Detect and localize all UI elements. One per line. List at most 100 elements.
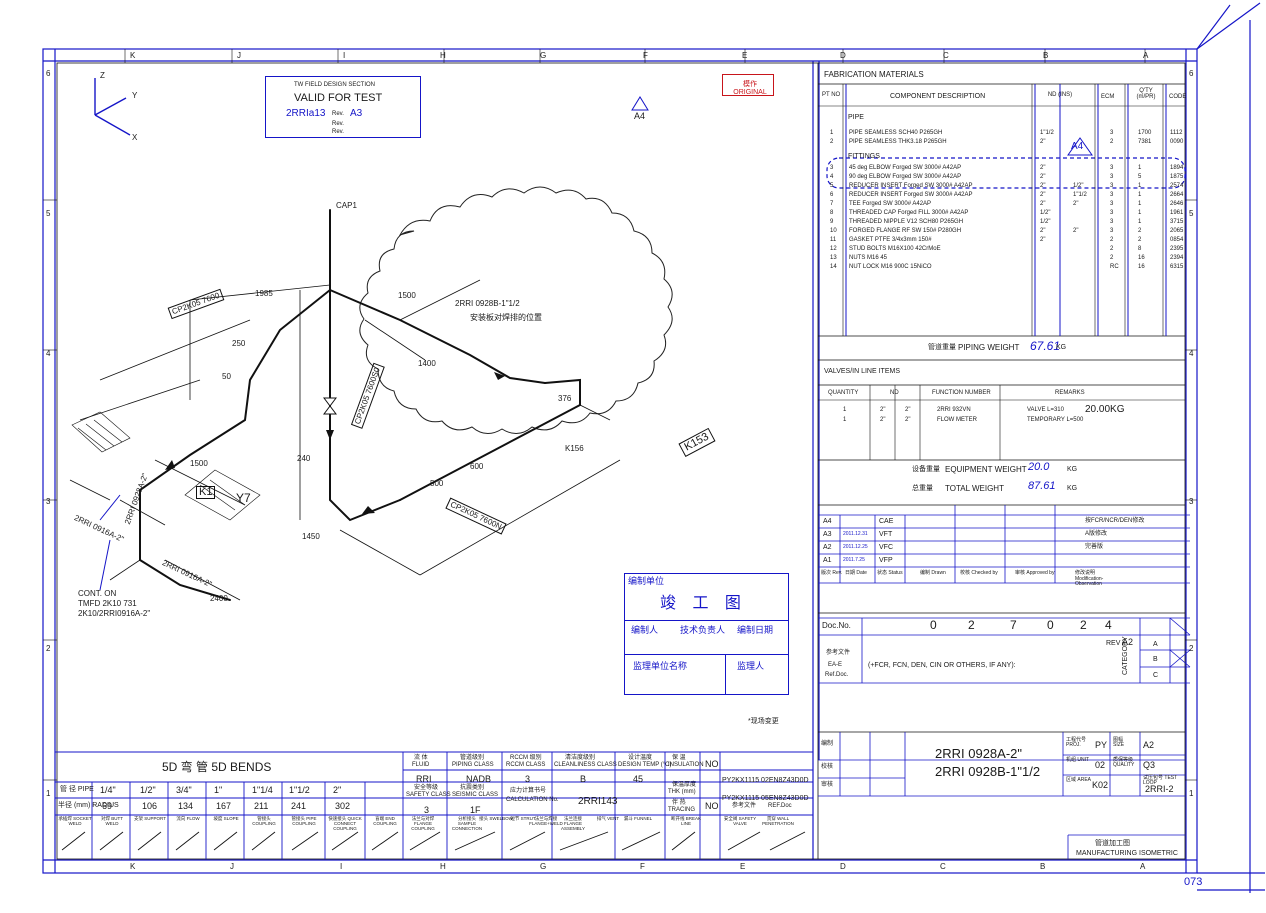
edge-letter-e-bottom: E [740, 862, 746, 871]
equipment-weight-label: EQUIPMENT WEIGHT [945, 465, 1027, 474]
edge-number-6-right: 6 [1189, 69, 1194, 78]
safety-cn: 安全等级 [414, 785, 439, 791]
edge-number-5-right: 5 [1189, 209, 1194, 218]
rev-row-rev: A2 [823, 544, 832, 551]
fluid-cn: 流 体 [414, 755, 428, 761]
fab-row-ecm: 3 [1110, 165, 1114, 171]
tb-quality-value: Q3 [1143, 760, 1156, 770]
bend-radius: 69 [102, 801, 113, 811]
fab-row-no: 13 [830, 255, 837, 261]
bends-title: 5D 弯 管 5D BENDS [162, 760, 272, 774]
fab-row-code: 3715 [1170, 219, 1184, 225]
tb-footer: MANUFACTURING ISOMETRIC [1076, 850, 1178, 857]
tb-size-value: A2 [1143, 740, 1155, 750]
edge-letter-g: G [540, 51, 547, 60]
tb-area-label: 区域 AREA [1066, 777, 1092, 783]
fab-row-nd: 2" [1040, 201, 1046, 207]
bend-size: 1/4" [100, 785, 116, 795]
validation-stamp: TW FIELD DESIGN SECTION VALID FOR TEST 2… [265, 76, 421, 138]
edge-letter-d: D [840, 51, 846, 60]
fab-row-desc: PIPE SEAMLESS THK3.18 P265GH [849, 139, 947, 145]
ref-doc-label-2: Ref.Doc. [825, 672, 849, 678]
fab-row-ecm: 3 [1110, 183, 1114, 189]
bends-pipe-label: 管 径 PIPE [60, 786, 94, 793]
fab-row-code: 2646 [1170, 201, 1184, 207]
fab-row-code: 0090 [1170, 139, 1184, 145]
category-c: C [1153, 672, 1159, 679]
as-built-compiler: 编制人 [631, 625, 659, 635]
edge-letter-b: B [1043, 51, 1049, 60]
calc-value: 2RRI143 [578, 796, 618, 807]
ref-doc-text: (+FCR, FCN, DEN, CIN OR OTHERS, IF ANY): [868, 662, 1016, 669]
original-stamp-text: 模作 ORIGINAL [733, 81, 767, 96]
fab-row-ecm: 3 [1110, 210, 1114, 216]
edge-letter-g-bottom: G [540, 862, 547, 871]
rccm-value: 3 [525, 774, 531, 784]
fab-row-no: 1 [830, 130, 834, 136]
edge-letter-h: H [440, 51, 446, 60]
bend-size: 1"1/4 [252, 785, 273, 795]
fab-row-ecm: 3 [1110, 228, 1114, 234]
fab-row-qty: 2 [1138, 228, 1142, 234]
fab-row-qty: 1 [1138, 183, 1142, 189]
rev-header: 审核 Approved by [1015, 570, 1055, 576]
stamp-header: TW FIELD DESIGN SECTION [294, 82, 376, 88]
axis-z-label: Z [100, 71, 105, 80]
fab-row-ecm: 2 [1110, 255, 1114, 261]
as-built-tech-lead: 技术负责人 [680, 625, 726, 635]
bend-radius: 167 [216, 801, 232, 811]
edge-number-3: 3 [46, 497, 51, 506]
rev-header: 编制 Drawn [920, 570, 946, 576]
fab-row-code: 1894 [1170, 165, 1184, 171]
tb-title-line1: 2RRI 0928A-2" [935, 746, 1022, 761]
fab-row-no: 2 [830, 139, 834, 145]
edge-number-1-right: 1 [1189, 789, 1194, 798]
fab-row-no: 12 [830, 246, 837, 252]
fab-row-ecm: 2 [1110, 237, 1114, 243]
valves-h-func: FUNCTION NUMBER [932, 390, 991, 396]
edge-letter-j: J [237, 51, 241, 60]
category-b: B [1153, 656, 1158, 663]
valve-row-qty: 1 [843, 407, 847, 413]
edge-number-4: 4 [46, 349, 51, 358]
iso-y7: Y7 [236, 491, 251, 505]
bend-radius: 134 [178, 801, 194, 811]
tb-quality-label: 质保等级 QUALITY [1113, 757, 1135, 768]
valve-weight: 20.00KG [1085, 404, 1125, 415]
bend-radius: 241 [291, 801, 307, 811]
tb-prod-label: 工程代号 PROJ. [1066, 737, 1087, 748]
fluid: FLUID [412, 762, 430, 768]
calc: CALCULATION No. [506, 797, 559, 803]
valve-row-nd2: 2" [905, 417, 911, 423]
safety: SAFETY CLASS [406, 792, 451, 798]
fab-row-desc: REDUCER INSERT Forged SW 3000# A42AP [849, 183, 973, 189]
stamp-rev-label-2: Rev. [332, 121, 344, 127]
fab-row-no: 6 [830, 192, 834, 198]
doc-no-digit: 0 [930, 618, 937, 632]
edge-letter-i-bottom: I [340, 862, 343, 871]
thick-cn: 保温厚度 [672, 782, 697, 788]
iso-dim-1500b: 1500 [190, 459, 208, 468]
doc-rev-label: REV [1106, 640, 1121, 647]
equipment-weight-value: 20.0 [1028, 461, 1050, 473]
iso-cap: CAP1 [336, 201, 357, 210]
rev-header: 版次 Rev. [821, 570, 843, 576]
doc-no-digit: 4 [1105, 618, 1112, 632]
piping-weight-value: 67.61 [1030, 339, 1061, 353]
symbol-label: 法兰与对焊 FLANGE COUPLING [411, 816, 435, 831]
fab-row-ecm: 3 [1110, 192, 1114, 198]
bends-radius-label: 半径 (mm) RADIUS [58, 802, 119, 809]
as-built-company: 编制单位 [628, 576, 665, 586]
as-built-date: 编制日期 [737, 625, 774, 635]
fab-row-ecm: 2 [1110, 246, 1114, 252]
edge-letter-h-bottom: H [440, 862, 446, 871]
clean-value: B [580, 774, 587, 784]
iso-dim-1400: 1400 [418, 359, 436, 368]
fab-row-qty: 2 [1138, 237, 1142, 243]
rccm-cn: RCCM 级别 [510, 755, 542, 761]
pipe-class: PIPING CLASS [452, 762, 494, 768]
iso-line-b: 2RRI 0928B-1"1/2 [455, 299, 520, 308]
as-built-title: 竣 工 图 [660, 595, 747, 612]
ref-doc-1: PY2KX1115 02EN8Z43D0D [722, 777, 809, 784]
stamp-title: VALID FOR TEST [294, 92, 383, 104]
